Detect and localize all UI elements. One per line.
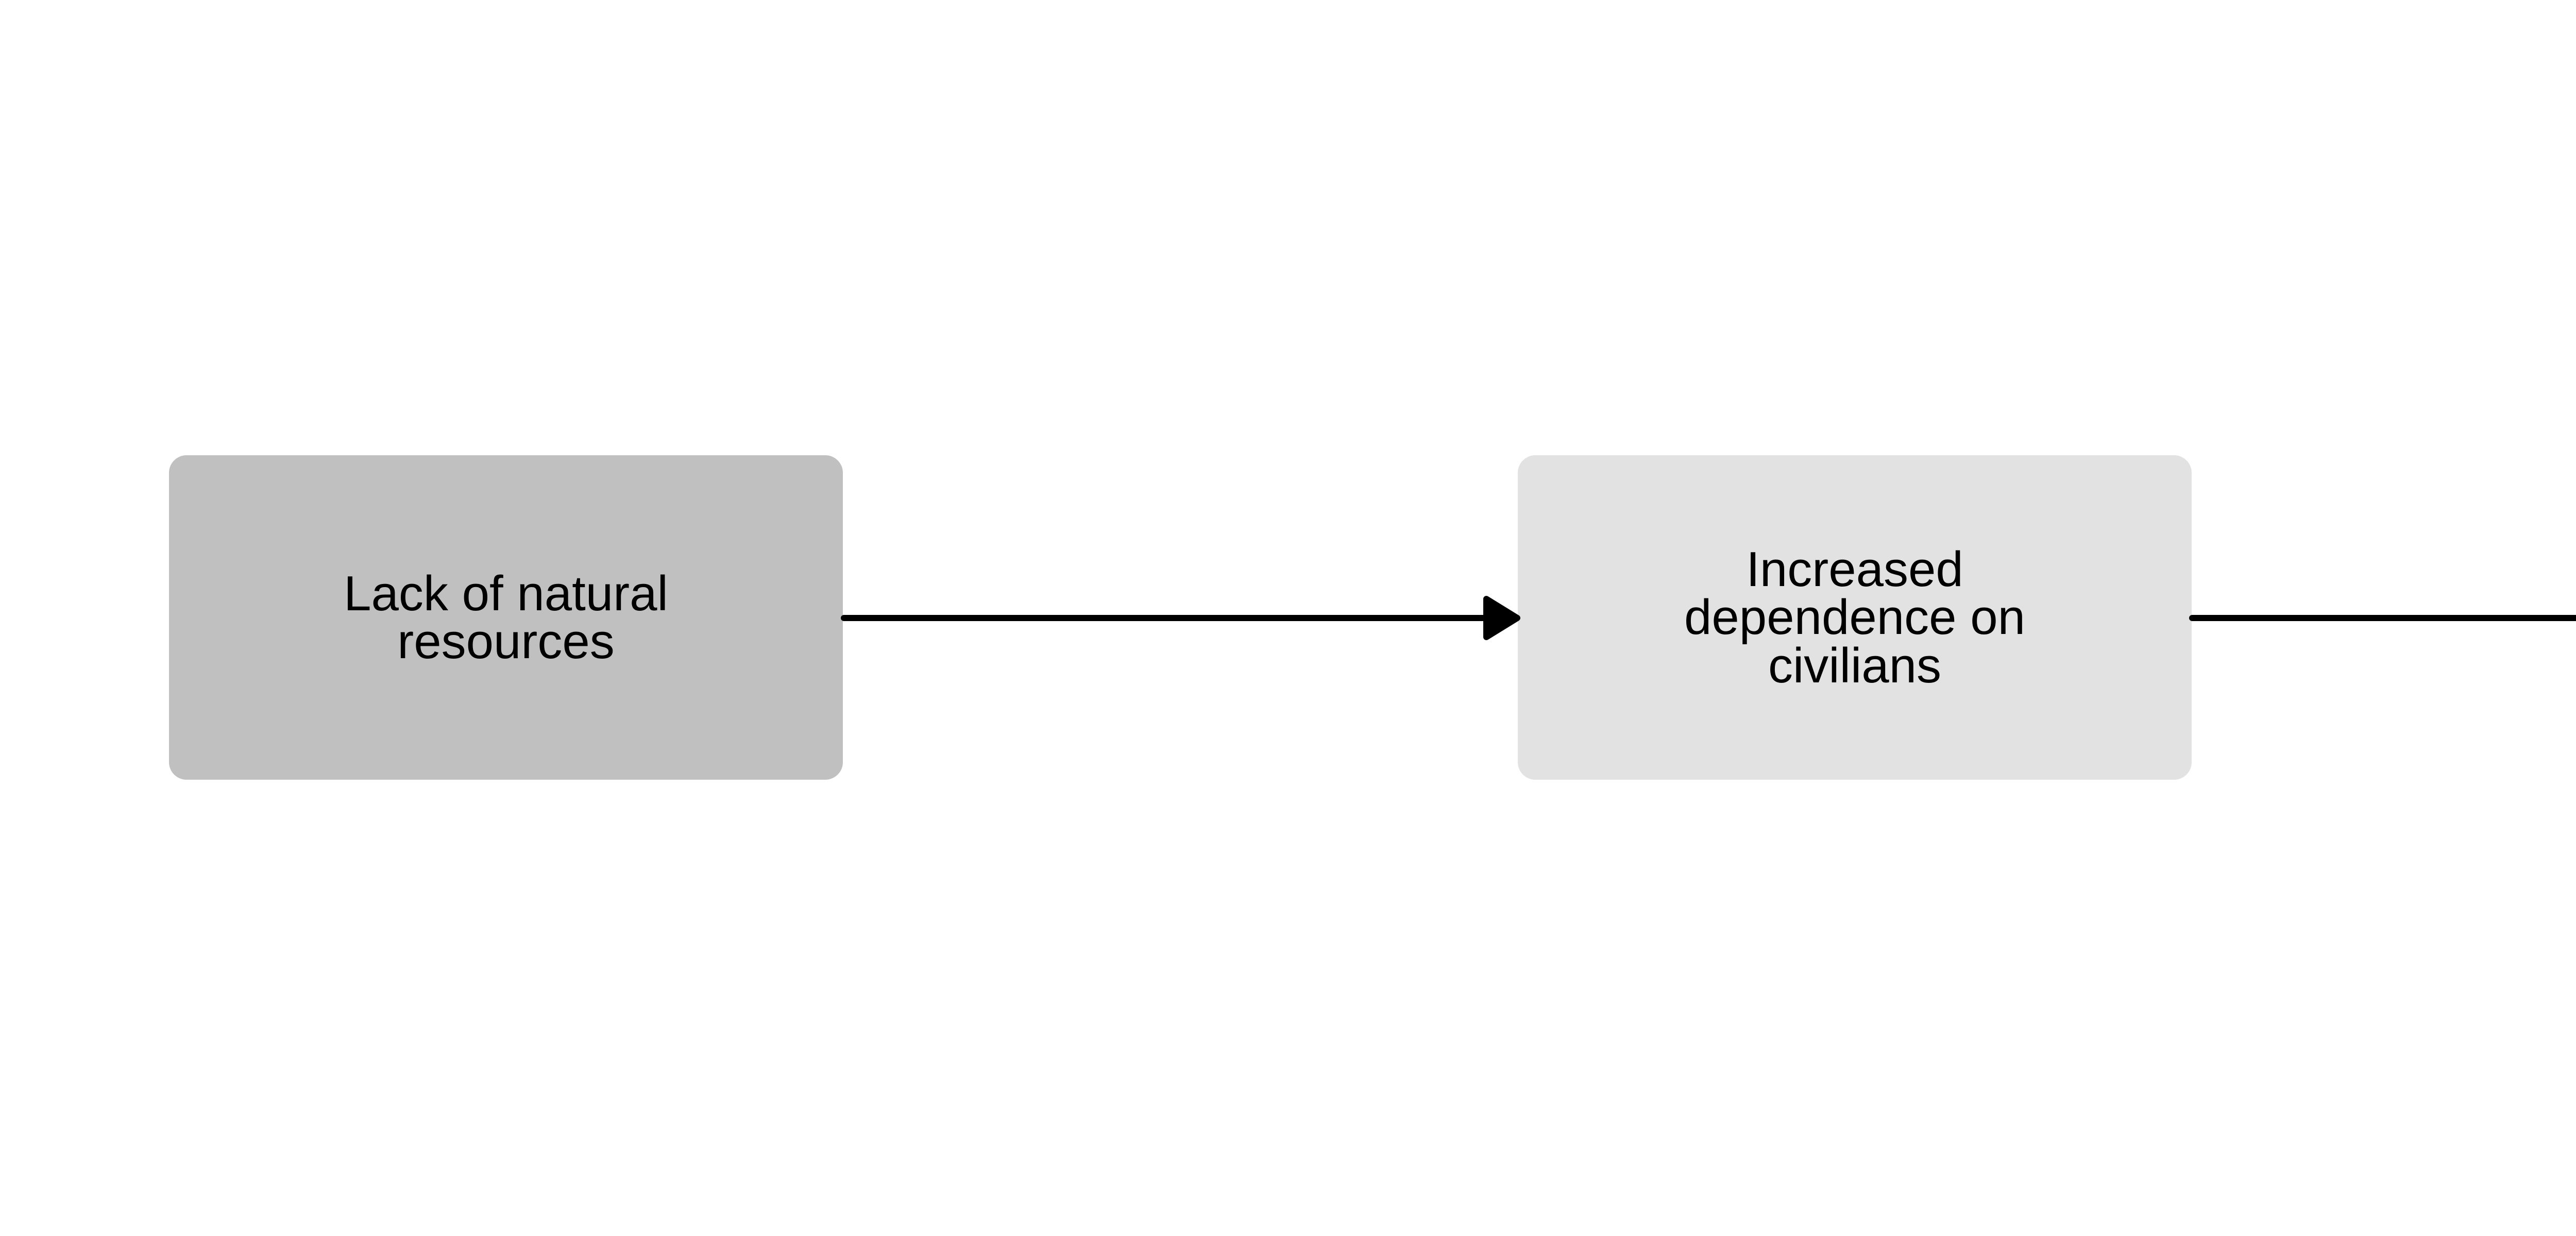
- label-line: Lack of natural: [344, 565, 668, 621]
- node-label: Lack of natural resources: [344, 565, 668, 669]
- edge-arrowhead: [1483, 596, 1520, 640]
- edge-arrow-increased-to-governance: [2189, 615, 2576, 621]
- label-line: resources: [397, 614, 615, 669]
- node-lack-of-natural-resources: Lack of natural resources: [169, 455, 843, 780]
- label-line: civilians: [1768, 638, 1942, 693]
- node-increased-dependence-on-civilians: Increased dependence on civilians: [1518, 455, 2192, 780]
- label-line: dependence on: [1684, 590, 2025, 645]
- node-label: Increased dependence on civilians: [1684, 542, 2025, 693]
- label-line: Increased: [1746, 542, 1963, 597]
- edge-arrow-lack-to-increased: [841, 596, 1520, 640]
